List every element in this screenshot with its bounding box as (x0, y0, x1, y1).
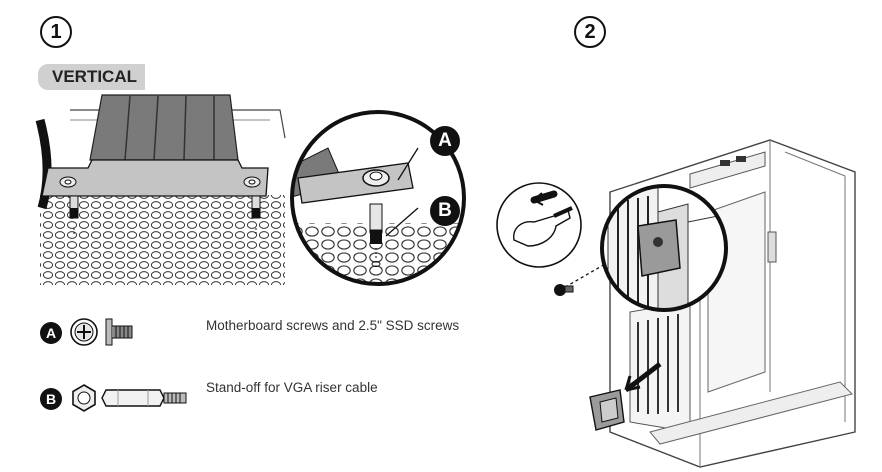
case-zoom-circle (600, 184, 728, 312)
legend-text-b: Stand-off for VGA riser cable (206, 380, 378, 395)
callout-a: A (430, 126, 460, 156)
legend-marker-a: A (40, 322, 62, 344)
legend-marker-b: B (40, 388, 62, 410)
callout-b: B (430, 196, 460, 226)
screwdriver-hand-circle (496, 182, 582, 268)
standoff-icon (72, 384, 187, 412)
orientation-tag: VERTICAL (38, 64, 145, 90)
legend-text-a: Motherboard screws and 2.5" SSD screws (206, 318, 460, 333)
screw-icon (70, 318, 133, 346)
step-2-number: 2 (574, 16, 606, 48)
step-1-number: 1 (40, 16, 72, 48)
zoom-detail-circle (290, 110, 466, 286)
riser-bracket-illustration (35, 94, 286, 285)
